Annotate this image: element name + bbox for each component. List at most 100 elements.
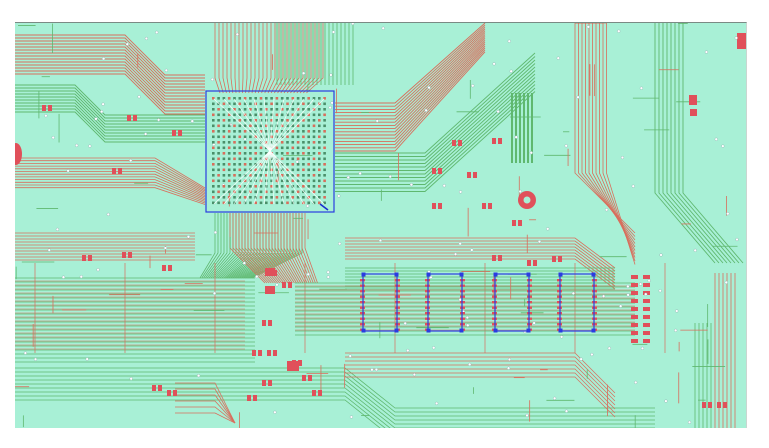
bga-ball bbox=[212, 179, 215, 183]
bga-ball bbox=[312, 185, 316, 188]
bga-ball bbox=[238, 179, 242, 183]
via bbox=[553, 396, 557, 400]
bga-ball bbox=[222, 141, 226, 144]
trace bbox=[264, 23, 272, 94]
trace bbox=[15, 43, 205, 85]
connector-pad bbox=[631, 339, 638, 343]
bga-ball bbox=[302, 185, 305, 188]
bga-ball bbox=[270, 163, 273, 166]
bga-ball bbox=[212, 190, 215, 194]
bga-ball bbox=[254, 119, 257, 122]
bga-ball bbox=[222, 102, 226, 106]
bga-ball bbox=[323, 113, 326, 117]
trace bbox=[274, 213, 297, 284]
ic-outline bbox=[362, 273, 398, 332]
trace bbox=[15, 165, 206, 193]
bga-ball bbox=[307, 130, 310, 133]
bga-ball bbox=[243, 97, 247, 100]
escape-route bbox=[269, 150, 295, 205]
ic-corner bbox=[361, 328, 366, 333]
smd-pad bbox=[48, 105, 52, 111]
bga-ball bbox=[212, 135, 215, 139]
trace bbox=[199, 213, 216, 279]
bga-ball bbox=[243, 163, 247, 166]
bga-ball bbox=[286, 97, 289, 100]
ic-corner bbox=[426, 272, 431, 277]
trace bbox=[15, 40, 205, 82]
bga-ball bbox=[296, 124, 300, 128]
trace bbox=[15, 64, 205, 106]
trace bbox=[280, 213, 302, 284]
bga-ball bbox=[222, 157, 226, 161]
trace bbox=[15, 102, 205, 134]
trace bbox=[242, 23, 244, 94]
via bbox=[601, 294, 606, 298]
via bbox=[453, 252, 458, 256]
bga-ball bbox=[323, 168, 326, 172]
bga-ball bbox=[312, 201, 316, 205]
pcb-canvas[interactable] bbox=[15, 22, 747, 428]
bga-ball bbox=[275, 108, 279, 111]
trace bbox=[296, 23, 312, 94]
trace bbox=[232, 213, 268, 284]
pcb-board-drawing[interactable] bbox=[15, 23, 746, 428]
trace bbox=[295, 213, 312, 284]
bga-ball bbox=[280, 152, 284, 155]
trace bbox=[283, 213, 304, 284]
bga-ball bbox=[307, 102, 310, 106]
trace bbox=[335, 34, 486, 123]
trace bbox=[335, 23, 486, 104]
trace bbox=[226, 23, 230, 94]
via bbox=[273, 410, 277, 414]
via bbox=[79, 275, 83, 279]
bga-ball bbox=[249, 163, 252, 166]
bga-ball bbox=[249, 130, 252, 133]
trace bbox=[206, 213, 228, 279]
bga-ball bbox=[291, 163, 295, 166]
bga-ball bbox=[265, 174, 268, 177]
via bbox=[351, 23, 355, 26]
bga-ball bbox=[307, 135, 310, 139]
via bbox=[186, 235, 191, 239]
bga-ball bbox=[270, 108, 273, 111]
trace bbox=[345, 246, 616, 278]
via bbox=[644, 292, 648, 296]
escape-route bbox=[269, 98, 315, 152]
bga-ball bbox=[291, 130, 295, 133]
ic-corner bbox=[493, 328, 498, 333]
trace bbox=[15, 187, 206, 205]
bga-ball bbox=[296, 168, 300, 172]
bga-ball bbox=[243, 124, 247, 128]
trace bbox=[15, 52, 205, 94]
trace bbox=[15, 387, 655, 428]
trace bbox=[292, 213, 310, 284]
via bbox=[620, 155, 625, 160]
via bbox=[427, 85, 431, 90]
via bbox=[326, 275, 330, 279]
trace bbox=[15, 67, 205, 109]
bga-ball bbox=[275, 141, 279, 144]
via bbox=[617, 29, 621, 33]
smd-pad bbox=[42, 105, 46, 111]
escape-route bbox=[223, 98, 271, 152]
smd-pad bbox=[167, 390, 171, 396]
smd-pad bbox=[488, 203, 492, 209]
bga-ball bbox=[275, 146, 279, 150]
via bbox=[714, 137, 718, 141]
trace bbox=[658, 23, 720, 264]
trace bbox=[270, 23, 280, 94]
trace bbox=[286, 23, 300, 94]
bga-ball bbox=[222, 97, 226, 100]
bga-ball bbox=[318, 113, 321, 117]
bga-ball bbox=[270, 102, 273, 106]
escape-route bbox=[223, 150, 271, 205]
trace bbox=[335, 73, 536, 175]
trace bbox=[15, 70, 205, 112]
trace bbox=[575, 23, 636, 258]
bga-ball bbox=[307, 201, 310, 205]
bga-ball bbox=[222, 190, 226, 194]
bga-ball bbox=[254, 130, 257, 133]
bga-ball bbox=[291, 146, 295, 150]
bga-ball bbox=[233, 135, 236, 139]
bga-ball bbox=[217, 174, 220, 177]
